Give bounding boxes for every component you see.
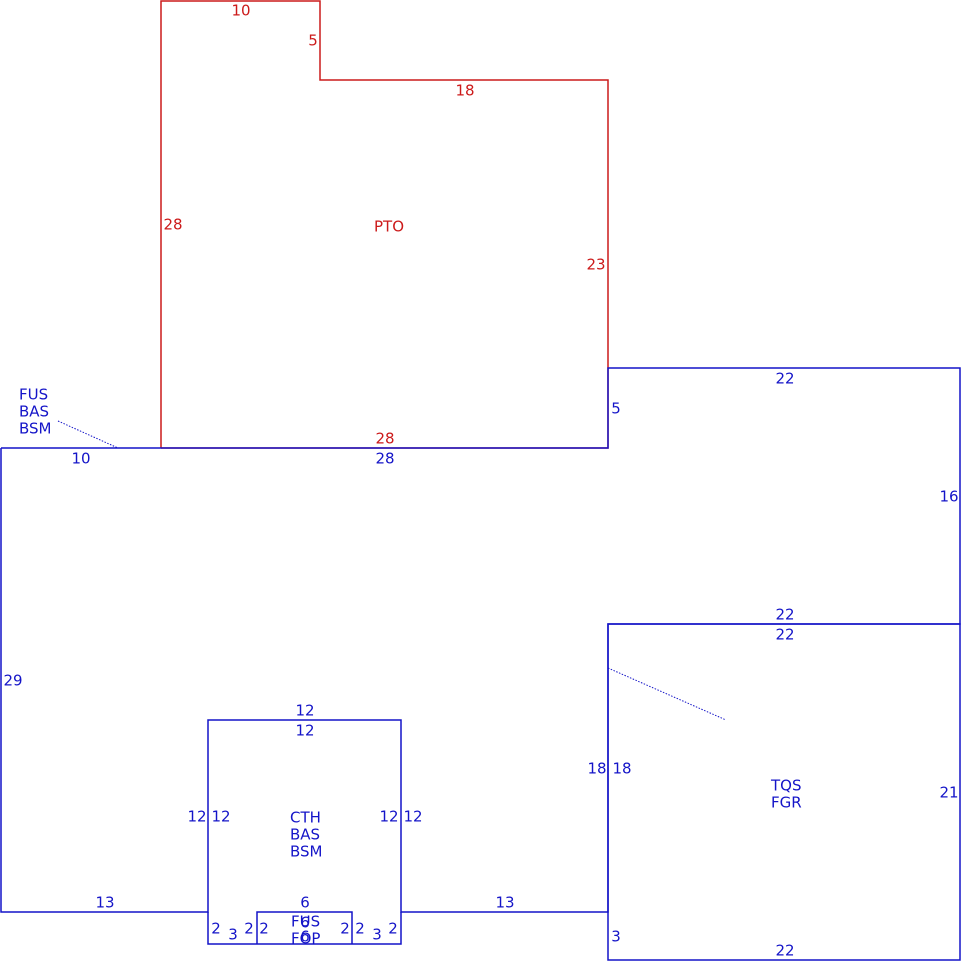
patio-section: 10 5 18 28 23 28 PTO — [160, 0, 609, 449]
porch-code-1: FUS — [291, 913, 320, 931]
porch-code-2: FOP — [291, 930, 320, 948]
garage-dim-bottom-left: 3 — [611, 928, 621, 946]
cth-code-3: BSM — [290, 843, 323, 861]
porch-dim-inner-b: 6 — [300, 928, 310, 946]
garage-code-2: FGR — [771, 794, 802, 812]
patio-dim-top: 10 — [231, 2, 250, 20]
garage-dim-bottom: 22 — [775, 942, 794, 960]
cth-dim-left-outer: 12 — [187, 808, 206, 826]
main-dim-bottom-mid: 13 — [495, 894, 514, 912]
main-code-2: BAS — [19, 403, 49, 421]
porch-dim-left-d: 2 — [259, 920, 269, 938]
cth-dim-bottom: 6 — [300, 894, 310, 912]
porch-dim-right-a: 2 — [340, 920, 350, 938]
garage-dim-top-outer: 22 — [775, 606, 794, 624]
main-dim-right: 16 — [939, 488, 958, 506]
main-dim-garage-left: 18 — [587, 760, 606, 778]
porch-dim-right-b: 2 — [355, 920, 365, 938]
porch-outline-outer — [207, 912, 402, 945]
main-dim-top-left: 10 — [71, 450, 90, 468]
main-code-1: FUS — [19, 386, 48, 404]
main-section: FUS BAS BSM 10 28 5 22 16 29 13 13 18 — [0, 367, 961, 913]
garage-dim-left: 18 — [612, 760, 631, 778]
main-dim-step-up: 5 — [611, 400, 621, 418]
porch-dim-inner-a: 6 — [300, 914, 310, 932]
patio-code-label: PTO — [374, 218, 404, 236]
cth-code-1: CTH — [290, 809, 321, 827]
porch-dim-right-c: 3 — [372, 926, 382, 944]
cth-dim-top-inner: 12 — [295, 722, 314, 740]
porch-dim-left-c: 2 — [244, 920, 254, 938]
porch-dim-left-a: 2 — [211, 920, 221, 938]
garage-code-1: TQS — [770, 777, 802, 795]
main-code-3: BSM — [19, 420, 52, 438]
cth-dim-right-inner: 12 — [379, 808, 398, 826]
garage-dim-top-inner: 22 — [775, 626, 794, 644]
cth-dim-right-outer: 12 — [403, 808, 422, 826]
main-outline — [0, 367, 961, 913]
patio-dim-upper-right: 18 — [455, 82, 474, 100]
garage-section: TQS FGR 22 22 18 21 22 3 — [607, 606, 961, 961]
porch-dim-right-d: 2 — [388, 920, 398, 938]
garage-dim-right: 21 — [939, 784, 958, 802]
main-dim-bottom-left: 13 — [95, 894, 114, 912]
main-dim-left: 29 — [3, 672, 22, 690]
porch-dim-left-b: 3 — [228, 926, 238, 944]
patio-dim-left: 28 — [163, 216, 182, 234]
cth-section: CTH BAS BSM 12 12 12 12 12 12 6 — [187, 702, 422, 912]
porch-section: 2 3 2 2 2 2 3 2 6 6 FUS FOP — [207, 911, 402, 948]
cth-dim-top-outer: 12 — [295, 702, 314, 720]
main-label-leader — [57, 420, 119, 449]
patio-dim-bottom: 28 — [375, 430, 394, 448]
main-dim-top-mid: 28 — [375, 450, 394, 468]
porch-outline-inner — [256, 911, 353, 944]
garage-outline — [607, 623, 961, 961]
patio-dim-step-down: 5 — [308, 32, 318, 50]
garage-label-leader — [607, 667, 727, 721]
cth-dim-left-inner: 12 — [211, 808, 230, 826]
cth-code-2: BAS — [290, 826, 320, 844]
main-dim-top-right: 22 — [775, 370, 794, 388]
patio-dim-right: 23 — [586, 256, 605, 274]
